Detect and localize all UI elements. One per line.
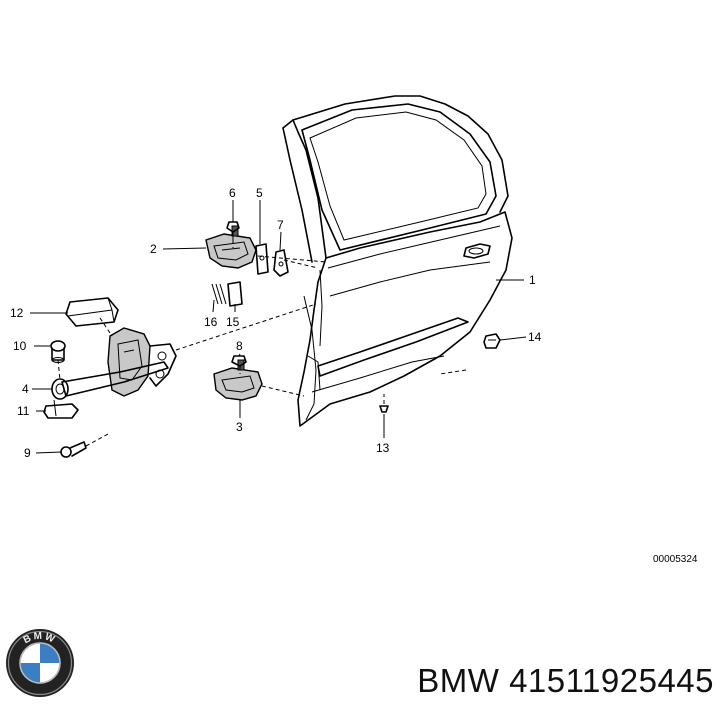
callout-6: 6 (229, 186, 236, 200)
callout-2: 2 (150, 242, 157, 256)
brand-footer: BMW BMW 41511925445 (0, 628, 720, 720)
nut-part-8 (231, 355, 247, 367)
callout-14: 14 (528, 330, 542, 344)
callout-numbers: 1 2 3 4 5 6 7 8 9 10 11 12 13 14 15 16 (10, 186, 542, 460)
callout-1: 1 (529, 273, 536, 287)
clip-part-11 (43, 399, 79, 419)
exploded-parts-diagram: 1 2 3 4 5 6 7 8 9 10 11 12 13 14 15 16 0… (10, 95, 698, 565)
bolt-part-6 (226, 221, 240, 240)
shim-part-16 (211, 283, 227, 305)
door-check-bracket (107, 327, 151, 397)
callout-15: 15 (226, 315, 240, 329)
callout-16: 16 (204, 315, 218, 329)
drawing-reference-number: 00005324 (653, 554, 698, 565)
shim-part-15 (227, 281, 243, 307)
callout-4: 4 (22, 382, 29, 396)
leader-lines (30, 200, 527, 454)
callout-9: 9 (24, 446, 31, 460)
callout-13: 13 (376, 441, 390, 455)
callout-10: 10 (13, 339, 27, 353)
rubber-stop-part-12 (65, 297, 119, 327)
bracket-part-7 (273, 249, 289, 277)
clip-part-14 (483, 333, 501, 349)
check-roller-part-4 (51, 378, 69, 400)
assembly-lines (57, 240, 467, 404)
bmw-logo: BMW (6, 629, 74, 697)
callout-11: 11 (17, 404, 30, 418)
callout-8: 8 (236, 339, 243, 353)
svg-text:BMW: BMW (22, 631, 58, 646)
upper-hinge (205, 225, 257, 269)
callout-7: 7 (277, 218, 284, 232)
callout-5: 5 (256, 186, 263, 200)
plug-part-13 (379, 405, 389, 413)
part-number-label: BMW 41511925445 (417, 662, 714, 699)
plate-part-5 (255, 243, 269, 275)
rear-door-shell (282, 95, 513, 427)
pin-part-10 (50, 340, 66, 363)
screw-part-9 (60, 433, 109, 458)
callout-3: 3 (236, 420, 243, 434)
lower-hinge (213, 359, 263, 401)
callout-12: 12 (10, 306, 24, 320)
